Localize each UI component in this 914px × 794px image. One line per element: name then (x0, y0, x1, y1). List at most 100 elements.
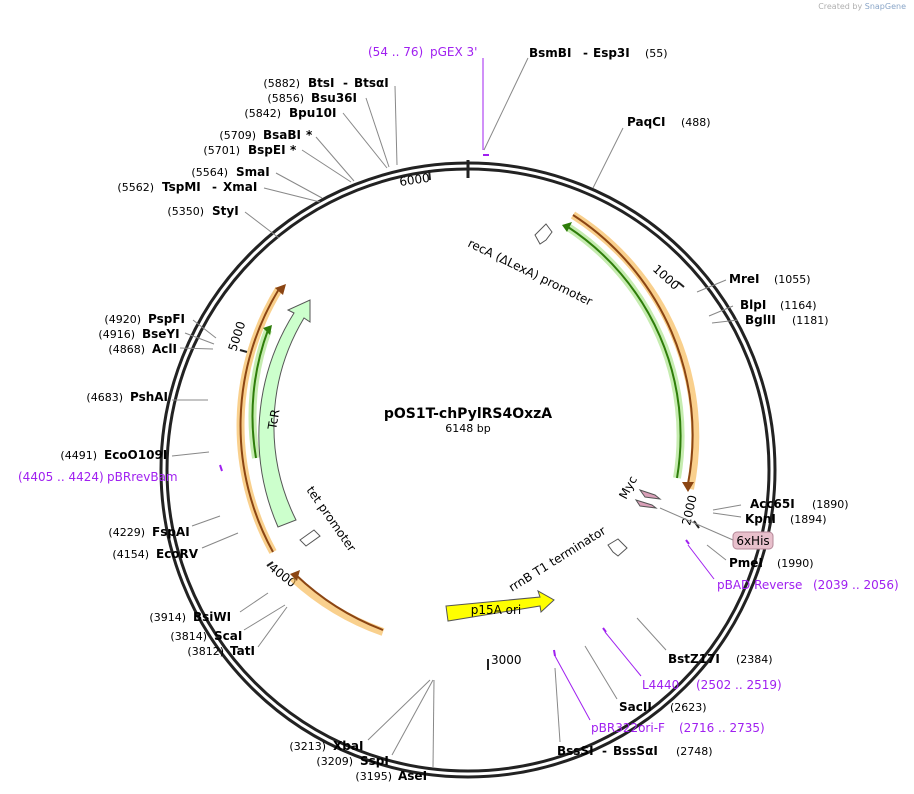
site-pos: (5701) (203, 144, 240, 157)
myc-label: Myc (616, 474, 640, 502)
site-sspi: SspI (360, 754, 389, 768)
site-tati: TatI (230, 644, 255, 658)
site-xmai: XmaI (223, 180, 257, 194)
site-pos: (1181) (792, 314, 829, 327)
tick-5000: 5000 (226, 320, 249, 353)
site-pos: (5882) (263, 77, 300, 90)
site-pos: (1055) (774, 273, 811, 286)
site-bsu36i: Bsu36I (311, 91, 357, 105)
p15a-ori-label: p15A ori (471, 603, 522, 617)
site-mrei: MreI (729, 272, 759, 286)
site-bglii: BglII (745, 313, 776, 327)
site-pos: (1164) (780, 299, 817, 312)
orf-left-arrowhead (275, 284, 286, 295)
site-pos: (4229) (108, 526, 145, 539)
site-pos: (3213) (289, 740, 326, 753)
primer-l4440: L4440 (642, 678, 679, 692)
site-blpi: BlpI (740, 298, 766, 312)
site-pos: (5564) (191, 166, 228, 179)
site-pos: (1890) (812, 498, 849, 511)
site-xbai: XbaI (333, 739, 363, 753)
site-sep: - (602, 744, 607, 758)
orf-bottom-brown (295, 574, 384, 631)
plasmid-name: pOS1T-chPylRS4OxzA (384, 406, 552, 422)
tet-promoter-arrow (299, 529, 321, 547)
his-badge (732, 531, 774, 550)
site-pspfi: PspFI (148, 312, 185, 326)
site-bsabi: BsaBI (263, 128, 301, 142)
primer-range: (2716 .. 2735) (679, 721, 765, 735)
site-tspmi: TspMI (162, 180, 201, 194)
site-btsai: BtsαI (354, 76, 389, 90)
site-pmei: PmeI (729, 556, 763, 570)
site-star: * (290, 143, 297, 157)
site-pos: (4154) (112, 548, 149, 561)
orf-right-arrowhead (682, 482, 694, 492)
myc-feature (638, 489, 662, 500)
site-asei: AseI (398, 769, 427, 783)
primer-pbr322ori-f: pBR322ori-F (591, 721, 665, 735)
site-pos: (3209) (316, 755, 353, 768)
tick-2000: 2000 (679, 494, 700, 529)
site-star: * (306, 128, 313, 142)
tick-3000: 3000 (487, 653, 522, 670)
primer-markers (219, 154, 690, 657)
tick-1000: 1000 (650, 262, 685, 293)
credit-prefix: Created by (818, 2, 863, 11)
backbone-outer (159, 161, 777, 779)
site-pos: (5842) (244, 107, 281, 120)
p15a-ori-arrow (445, 589, 555, 622)
plasmid-size: 6148 bp (445, 422, 490, 435)
site-bseyi: BseYI (142, 327, 180, 341)
site-pos: (3195) (355, 770, 392, 783)
site-pos: (55) (645, 47, 668, 60)
site-pos: (5709) (219, 129, 256, 142)
site-ecorv: EcoRV (156, 547, 199, 561)
leader-lines (171, 57, 742, 769)
site-scai: ScaI (214, 629, 242, 643)
site-acc65i: Acc65I (750, 497, 795, 511)
site-pos: (4916) (98, 328, 135, 341)
primer-range: (4405 .. 4424) (18, 470, 104, 484)
reca-promoter-label: recA (ΔLexA) promoter (466, 236, 595, 309)
his-label: 6xHis (736, 534, 769, 548)
green-arrow-left-head (263, 325, 272, 335)
tick-label: 6000 (398, 171, 430, 189)
tick-label: 3000 (491, 653, 522, 667)
orf-right-brown (572, 214, 694, 485)
site-smai: SmaI (236, 165, 270, 179)
site-sacii: SacII (619, 700, 652, 714)
reca-promoter-arrow (534, 223, 553, 245)
tick-label: 5000 (226, 320, 249, 353)
primer-range: (54 .. 76) (368, 45, 423, 59)
site-bsiwi: BsiWI (193, 610, 231, 624)
tet-promoter-label: tet promoter (304, 484, 359, 555)
snapgene-logo: SnapGene (864, 2, 906, 11)
orf-left-brown (239, 288, 280, 553)
rrnb-terminator-label: rrnB T1 terminator (506, 523, 608, 594)
site-bstz17i: BstZ17I (668, 652, 720, 666)
tick-label: 2000 (679, 494, 700, 527)
tcr-arrow (258, 299, 311, 528)
rrnb-terminator-arrow (607, 538, 628, 557)
site-sep: - (343, 76, 348, 90)
site-pos: (4491) (60, 449, 97, 462)
site-bsssai: BssSαI (613, 744, 658, 758)
his-feature (634, 499, 658, 509)
site-pos: (3812) (187, 645, 224, 658)
site-bpu10i: Bpu10I (289, 106, 336, 120)
site-ecoo109i: EcoO109I (104, 448, 167, 462)
primer-pbrrevbam: pBRrevBam (107, 470, 178, 484)
site-pos: (2384) (736, 653, 773, 666)
green-arrow-right-head (562, 222, 572, 232)
orf-bottom-orange (290, 575, 385, 636)
tick-label: 1000 (650, 262, 682, 293)
site-pos: (5856) (267, 92, 304, 105)
site-pos: (1894) (790, 513, 827, 526)
site-pos: (488) (681, 116, 711, 129)
primer-pgex3: pGEX 3' (430, 45, 477, 59)
snapgene-credit: Created by SnapGene (818, 2, 906, 11)
site-pos: (4920) (104, 313, 141, 326)
site-paqci: PaqCI (627, 115, 665, 129)
